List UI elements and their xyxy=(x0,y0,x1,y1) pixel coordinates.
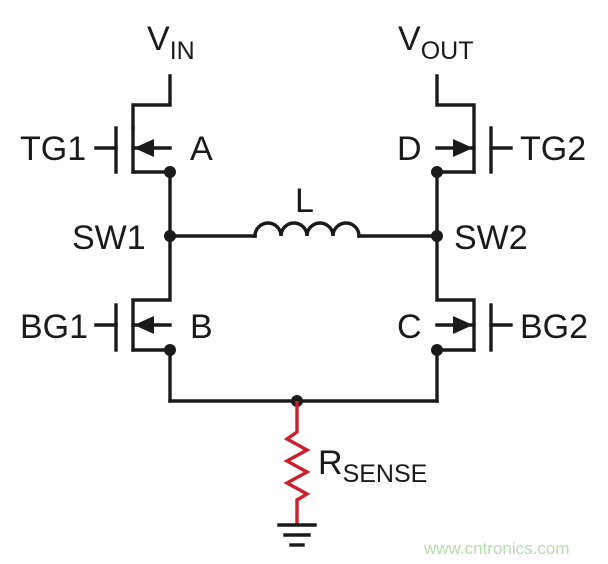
rsense-label: RSENSE xyxy=(318,444,427,488)
node-c-label: C xyxy=(397,308,422,346)
bg1-label: BG1 xyxy=(20,308,88,346)
watermark: www.cntronics.com xyxy=(423,539,569,558)
bg2-label: BG2 xyxy=(520,308,588,346)
sw2-node-dot xyxy=(431,230,443,242)
mosfet-b xyxy=(94,234,176,403)
node-b-label: B xyxy=(190,308,213,346)
sw2-label: SW2 xyxy=(454,219,528,257)
rsense-label-main: R xyxy=(318,444,343,482)
node-c-dot xyxy=(431,344,443,356)
sense-resistor xyxy=(283,401,311,525)
inductor xyxy=(164,221,443,242)
vout-label-sub: OUT xyxy=(421,37,474,65)
sw1-node-dot xyxy=(164,230,176,242)
vin-label-sub: IN xyxy=(170,37,195,65)
vout-label-main: V xyxy=(398,20,421,58)
vout-label: VOUT xyxy=(398,20,473,65)
mosfet-d-arrow xyxy=(453,139,473,157)
mosfet-b-arrow xyxy=(134,316,154,334)
bottom-rail xyxy=(168,395,439,407)
rsense-label-sub: SENSE xyxy=(343,460,428,488)
inductor-label: L xyxy=(295,182,314,220)
node-d-label: D xyxy=(397,130,422,168)
node-b-dot xyxy=(164,344,176,356)
mosfet-c-arrow xyxy=(453,316,473,334)
ground-icon xyxy=(277,523,317,547)
node-a-dot xyxy=(164,166,176,178)
mosfet-d xyxy=(431,74,513,238)
sw1-label: SW1 xyxy=(72,219,146,257)
tg2-label: TG2 xyxy=(520,130,586,168)
mosfet-a xyxy=(94,74,176,238)
vin-label: VIN xyxy=(147,20,195,65)
mosfet-c xyxy=(431,234,513,403)
mosfet-a-arrow xyxy=(134,139,154,157)
tg1-label: TG1 xyxy=(20,130,86,168)
node-d-dot xyxy=(431,166,443,178)
node-a-label: A xyxy=(190,130,213,168)
vin-label-main: V xyxy=(147,20,170,58)
